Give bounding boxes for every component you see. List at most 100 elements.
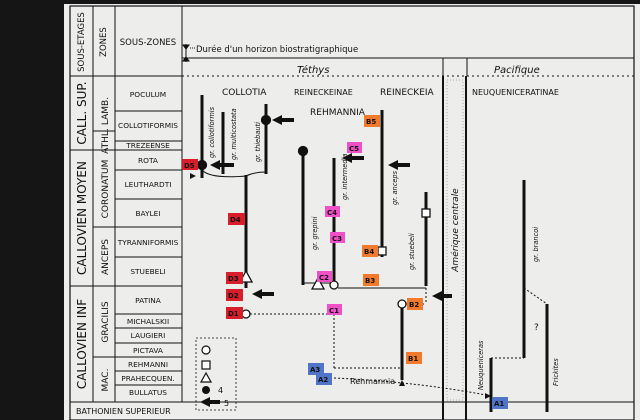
subzone-prahecquen: PRAHECQUEN.	[121, 374, 175, 383]
arrows	[190, 115, 491, 399]
label-d3: D3	[228, 275, 239, 283]
zone-anceps: ANCEPS	[101, 239, 111, 275]
group-reineckeia: REINECKEIA	[380, 88, 435, 98]
node-open-c2	[329, 280, 339, 290]
arrow-rota-dash	[190, 173, 196, 179]
header-sous-zones: SOUS-ZONES	[120, 38, 176, 48]
diagram-frame	[69, 5, 635, 420]
subzone-laugieri: LAUGIERI	[131, 331, 166, 340]
arrow-anceps	[388, 160, 410, 170]
arrow-c5	[342, 153, 364, 163]
stage-call-sup: CALL. SUP.	[75, 81, 89, 144]
node-square-b4	[377, 246, 387, 256]
subzone-rota: ROTA	[138, 156, 158, 165]
taxon-thiebauti: gr. thiebauti	[254, 122, 262, 162]
legend-triangle	[199, 371, 213, 383]
taxon-collotiformis: gr. collotiformis	[208, 106, 216, 158]
subzone-patina: PATINA	[135, 296, 161, 305]
base-bathonien-superieur: BATHONIEN SUPERIEUR	[76, 407, 171, 416]
legend-duration-text: Durée d'un horizon biostratigraphique	[196, 44, 358, 55]
legend-number-5: 5	[224, 399, 229, 408]
region-tethys: Téthys	[297, 64, 329, 76]
label-c1: C1	[329, 307, 339, 315]
question-mark: ?	[534, 323, 539, 333]
label-b1: B1	[408, 355, 418, 363]
arrow-thiebauti	[272, 115, 294, 125]
subzone-bullatus: BULLATUS	[129, 388, 167, 397]
header-sous-etages: SOUS-ETAGES	[77, 12, 87, 72]
subzone-pictava: PICTAVA	[133, 346, 163, 355]
node-open-d1	[241, 309, 251, 319]
node-square-stuebeli	[421, 208, 431, 218]
label-b5: B5	[366, 118, 376, 126]
group-neuqueniceratinae: NEUQUENICERATINAE	[472, 88, 559, 97]
subzone-tyranniformis: TYRANNIFORMIS	[117, 238, 179, 247]
taxon-brancoi: gr. brancoi	[532, 227, 540, 262]
band-amerique-centrale: Amérique centrale	[450, 188, 461, 273]
arrow-b2	[432, 291, 452, 301]
label-b2: B2	[409, 301, 419, 309]
lineage-bars	[200, 95, 549, 412]
label-c4: C4	[327, 209, 337, 217]
subzone-poculum: POCULUM	[130, 90, 166, 99]
label-c3: C3	[332, 235, 342, 243]
group-rehmannia: REHMANNIA	[310, 108, 366, 118]
label-a1: A1	[494, 400, 504, 408]
label-d5: D5	[184, 162, 195, 170]
stage-callovien-inf: CALLOVIEN INF	[75, 299, 89, 389]
legend-number-4: 4	[218, 386, 223, 395]
duration-indicator	[182, 44, 195, 62]
subzone-leuthardti: LEUTHARDTI	[125, 180, 172, 189]
region-pacifique: Pacifique	[494, 65, 540, 76]
taxon-stuebeli: gr. stuebeli	[408, 233, 416, 270]
paper-sheet	[64, 4, 640, 420]
label-d1: D1	[228, 310, 239, 318]
arrow-rota-left	[210, 160, 234, 170]
arrow-a1	[485, 393, 491, 399]
group-collotia: COLLOTIA	[222, 88, 267, 98]
taxon-grepini: gr. grepini	[311, 216, 319, 250]
taxon-rehmannia: Rehmannia	[350, 377, 395, 386]
subzone-baylei: BAYLEI	[135, 209, 160, 218]
zone-mac: MAC.	[101, 369, 111, 392]
legend-square	[201, 360, 211, 370]
header-zones: ZONES	[99, 27, 109, 57]
taxon-neuqueniceras: Neuqueniceras	[477, 340, 485, 390]
taxon-anceps: gr. anceps	[391, 170, 399, 205]
node-filled-d5	[196, 159, 208, 171]
zone-athl: ATHL.	[101, 128, 111, 154]
node-open-b2	[397, 299, 407, 309]
taxon-intermedia: gr. intermedia	[341, 154, 349, 200]
legend-filled-circle	[202, 386, 210, 394]
taxon-multicostata: gr. multicostata	[230, 108, 238, 160]
label-d4: D4	[230, 216, 241, 224]
label-b3: B3	[365, 277, 375, 285]
subzone-trezeense: TREZEENSE	[125, 141, 170, 150]
legend-arrow	[200, 397, 220, 407]
symbol-legend: 4 5	[195, 337, 237, 411]
label-a3: A3	[310, 366, 320, 374]
legend-open-circle	[201, 345, 211, 355]
label-c5: C5	[349, 145, 359, 153]
label-c2: C2	[319, 274, 329, 282]
group-reineckeinae: REINECKEINAE	[294, 88, 353, 97]
label-d2: D2	[228, 292, 239, 300]
label-b4: B4	[364, 248, 374, 256]
node-triangle-c2	[310, 276, 326, 290]
zone-gracilis: GRACILIS	[101, 301, 111, 342]
taxon-frickites: Frickites	[552, 358, 560, 386]
table-grid	[70, 6, 634, 420]
node-filled-thiebauti	[260, 114, 272, 126]
arrow-d2	[252, 289, 274, 299]
arrow-b1-down	[399, 380, 405, 386]
node-filled-grepini	[297, 145, 309, 157]
subzone-michalskii: MICHALSKII	[127, 317, 169, 326]
stage-callovien-moyen: CALLOVIEN MOYEN	[75, 161, 89, 275]
subzone-collotiformis: COLLOTIFORMIS	[118, 121, 178, 130]
zone-lamb: LAMB.	[101, 97, 111, 125]
subzone-stuebeli: STUEBELI	[130, 267, 165, 276]
zone-coronatum: CORONATUM	[101, 160, 111, 219]
label-a2: A2	[318, 376, 328, 384]
subzone-rehmanni: REHMANNI	[128, 360, 168, 369]
